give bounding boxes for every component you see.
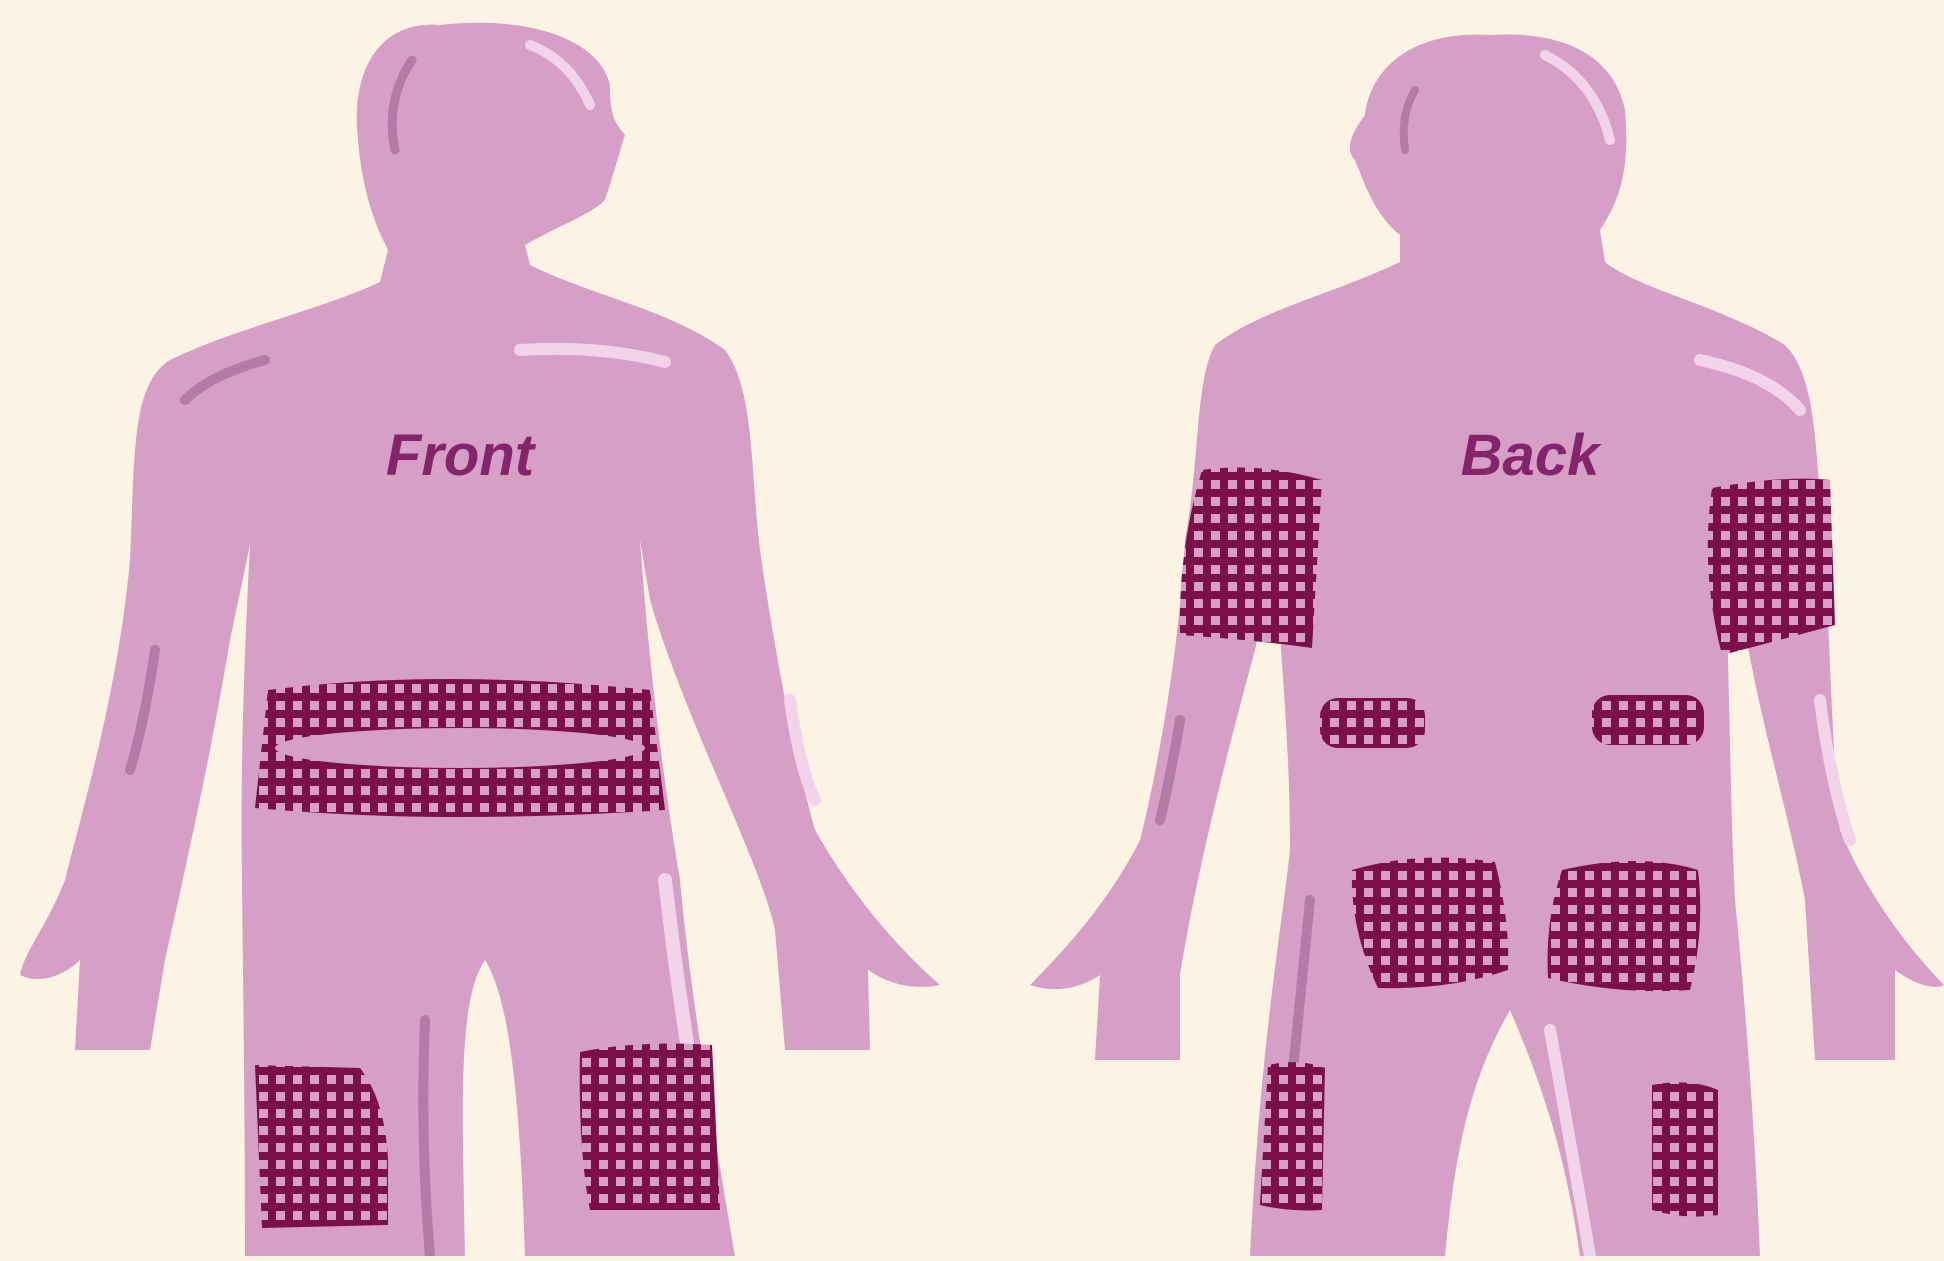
- front-abdomen-navel-gap: [275, 728, 645, 768]
- back-right-flank-region: [1592, 695, 1704, 745]
- back-label: Back: [1461, 423, 1602, 488]
- back-left-back-thigh-region: [1260, 1062, 1325, 1210]
- front-right-thigh-region: [580, 1044, 720, 1210]
- front-label: Front: [386, 423, 537, 488]
- back-right-buttock-region: [1548, 861, 1701, 991]
- front-left-thigh-region: [255, 1065, 388, 1228]
- back-left-buttock-region: [1352, 858, 1508, 989]
- back-left-flank-region: [1320, 698, 1425, 748]
- back-right-back-thigh-region: [1652, 1082, 1718, 1216]
- back-right-upper-arm-region: [1708, 479, 1835, 655]
- back-left-upper-arm-region: [1180, 468, 1322, 648]
